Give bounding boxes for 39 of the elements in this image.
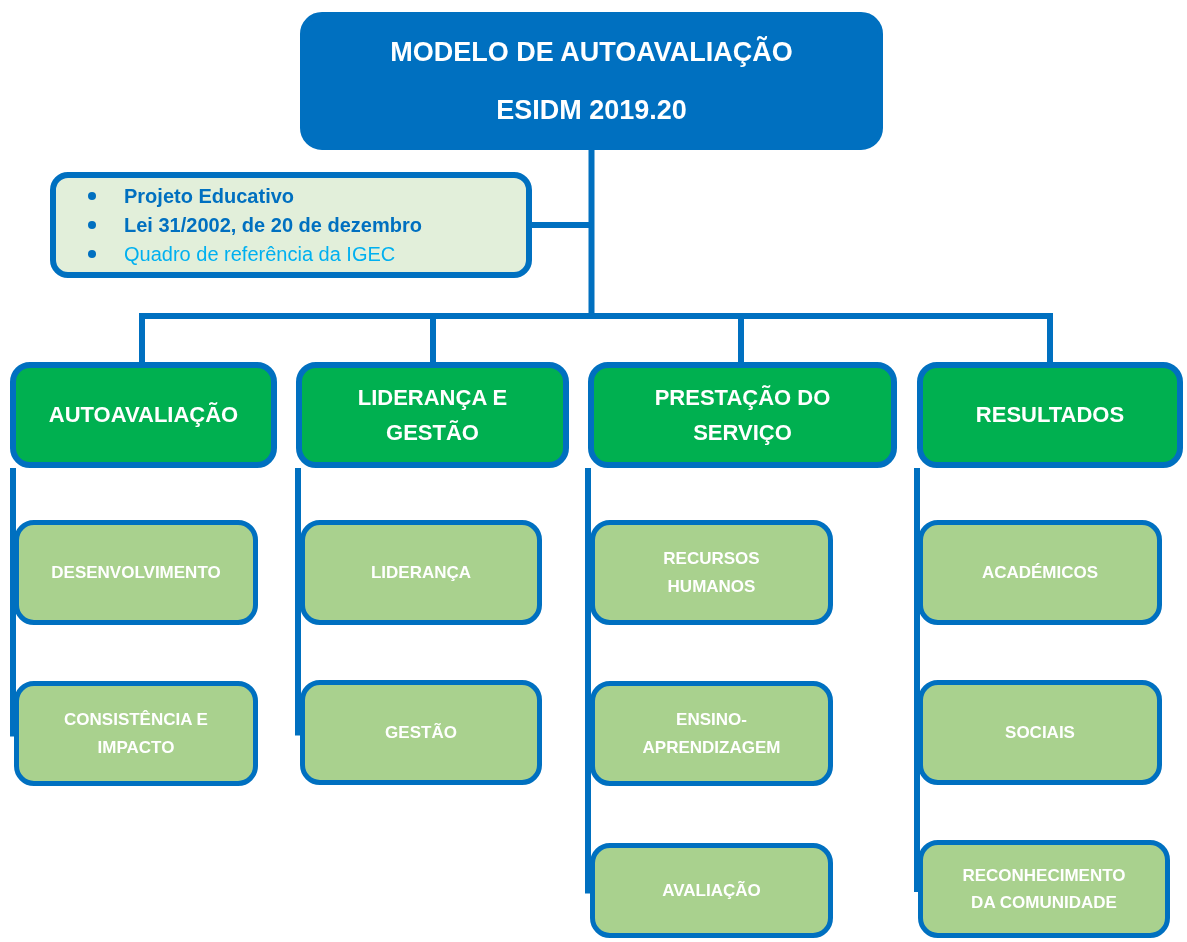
- title-text: MODELO DE AUTOAVALIAÇÃO: [390, 35, 793, 69]
- label-text: SOCIAIS: [1005, 721, 1075, 744]
- category-box: [917, 362, 1183, 468]
- label-text: ACADÉMICOS: [981, 561, 1099, 584]
- category-box: [296, 362, 569, 468]
- label-text: DESENVOLVIMENTO: [51, 561, 221, 584]
- label-text: RESULTADOS: [975, 401, 1125, 430]
- category-box: [10, 362, 277, 468]
- subcategory-box: [590, 681, 833, 786]
- subcategory-box: [918, 520, 1162, 625]
- subcategory-box: [918, 840, 1170, 938]
- label-text: AVALIAÇÃO: [662, 879, 761, 902]
- title-box: [300, 12, 883, 150]
- connector-line: [914, 465, 921, 892]
- label-text: ENSINO-APRENDIZAGEM: [641, 709, 782, 759]
- subcategory-box: [590, 843, 833, 938]
- subcategory-box: [14, 520, 258, 625]
- subcategory-box: [918, 680, 1162, 785]
- list-item-text: Projeto Educativo: [124, 183, 295, 209]
- title-text: ESIDM 2019.20: [496, 94, 687, 127]
- label-text: LIDERANÇA E GESTÃO: [356, 383, 509, 447]
- label-text: GESTÃO: [385, 721, 457, 744]
- label-text: CONSISTÊNCIA E IMPACTO: [63, 709, 209, 759]
- label-text: AUTOAVALIAÇÃO: [48, 401, 239, 430]
- list-item-text: Lei 31/2002, de 20 de dezembro: [124, 212, 422, 238]
- category-box: [588, 362, 897, 468]
- subcategory-box: [300, 680, 542, 785]
- subcategory-box: [14, 681, 258, 786]
- subcategory-box: [300, 520, 542, 625]
- connector-line: [295, 465, 303, 736]
- label-text: RECURSOS HUMANOS: [662, 548, 761, 598]
- reference-box: [50, 172, 532, 278]
- list-item-text: Quadro de referência da IGEC: [124, 241, 396, 267]
- connector-line: [585, 465, 593, 894]
- label-text: PRESTAÇÃO DO SERVIÇO: [653, 383, 832, 447]
- subcategory-box: [590, 520, 833, 625]
- label-text: RECONHECIMENTO DA COMUNIDADE: [961, 864, 1127, 914]
- connector-line: [10, 465, 17, 737]
- label-text: LIDERANÇA: [370, 561, 472, 584]
